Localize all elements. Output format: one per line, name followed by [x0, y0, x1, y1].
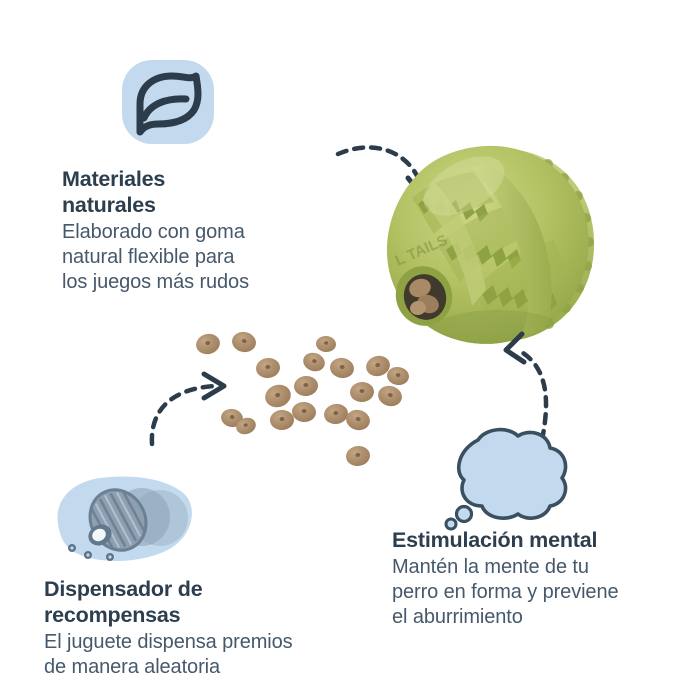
thought-bubble-icon [434, 424, 574, 536]
dog-treat-kibble-scatter [186, 326, 416, 478]
feature-title: Materiales naturales [62, 167, 166, 218]
arrow-to-kibble-left [138, 366, 256, 448]
feature-block-materiales-naturales: Materiales naturales Elaborado con goma … [62, 166, 312, 295]
leaf-icon [116, 56, 220, 148]
feature-description: El juguete dispensa premios de manera al… [44, 631, 293, 679]
kibble-piece [196, 331, 409, 467]
feature-block-dispensador-recompensas: Dispensador de recompensas El juguete di… [44, 576, 354, 680]
arrow-to-product-bottom [492, 328, 602, 444]
feature-description: Elaborado con goma natural flexible para… [62, 221, 249, 294]
feature-description: Mantén la mente de tu perro en forma y p… [392, 556, 619, 629]
feature-title: Estimulación mental [392, 528, 598, 552]
kibble-inside-toy [409, 278, 439, 316]
feature-block-estimulacion-mental: Estimulación mental Mantén la mente de t… [392, 527, 662, 630]
product-image-dog-toy: L TAILS [368, 138, 608, 360]
treat-dispenser-icon [48, 462, 198, 572]
feature-title: Dispensador de recompensas [44, 577, 203, 628]
